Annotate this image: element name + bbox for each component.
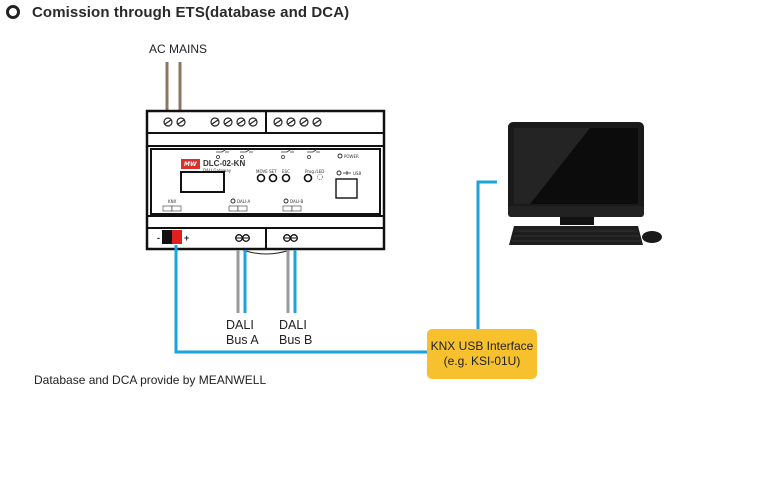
led-indicator-icon: [317, 174, 323, 180]
move-button[interactable]: [256, 173, 266, 183]
dali-b-port-label: DALI-B: [290, 199, 303, 204]
set-label: SET: [269, 169, 277, 174]
move-label: MOVE: [256, 169, 268, 174]
dali-bridge: [242, 249, 291, 255]
dali-bus-b-label: DALI Bus B: [279, 318, 312, 348]
set-button[interactable]: [268, 173, 278, 183]
page-title: Comission through ETS(database and DCA): [32, 3, 350, 21]
usb-wire: [476, 180, 497, 329]
knx-minus: -: [157, 233, 160, 243]
lcd-display: [180, 171, 225, 193]
knx-plus: +: [184, 233, 189, 243]
usb-icon: [343, 171, 351, 175]
interface-line1: KNX USB Interface: [430, 339, 534, 353]
dlc-02-kn-device: MW DLC-02-KN DALI Gateway MOVE SET ESC P…: [145, 109, 386, 251]
ac-mains-label: AC MAINS: [149, 42, 208, 56]
brand-text: MW: [184, 161, 197, 168]
dali-a-line1: DALI: [226, 318, 254, 332]
section-header: Comission through ETS(database and DCA): [6, 2, 349, 22]
keyboard: [509, 226, 643, 245]
dali-a-port-label: DALI-A: [237, 199, 251, 204]
meanwell-logo: [181, 159, 200, 169]
dali-bus-a-label: DALI Bus A: [226, 318, 259, 348]
dali-b-line1: DALI: [279, 318, 307, 332]
knx-terminal-black: [162, 230, 172, 244]
knx-port-label: KNX: [168, 199, 177, 204]
esc-label: ESC: [282, 169, 290, 174]
usb-led: [336, 170, 342, 176]
device-model: DLC-02-KN: [203, 159, 245, 168]
interface-line2: (e.g. KSI-01U): [443, 354, 521, 368]
knx-bus-wire: [174, 245, 427, 354]
knx-terminal-red: [172, 230, 182, 244]
prog-label: Prog./LED: [305, 169, 324, 174]
circle-bullet-icon: [6, 5, 20, 19]
usb-label: USB: [353, 171, 361, 176]
dali-a-line2: Bus A: [226, 333, 259, 347]
power-label: POWER: [344, 154, 359, 159]
power-led: [337, 153, 343, 159]
knx-usb-interface-box: KNX USB Interface (e.g. KSI-01U): [427, 329, 537, 379]
prog-button[interactable]: [303, 173, 313, 183]
relay-indicators: [216, 149, 320, 159]
usb-port[interactable]: [335, 178, 358, 199]
footer-note: Database and DCA provide by MEANWELL: [34, 373, 267, 387]
desktop-computer-icon: [508, 122, 662, 245]
mouse: [642, 231, 662, 243]
esc-button[interactable]: [281, 173, 291, 183]
device-subtitle: DALI Gateway: [203, 168, 232, 173]
dali-b-line2: Bus B: [279, 333, 313, 347]
